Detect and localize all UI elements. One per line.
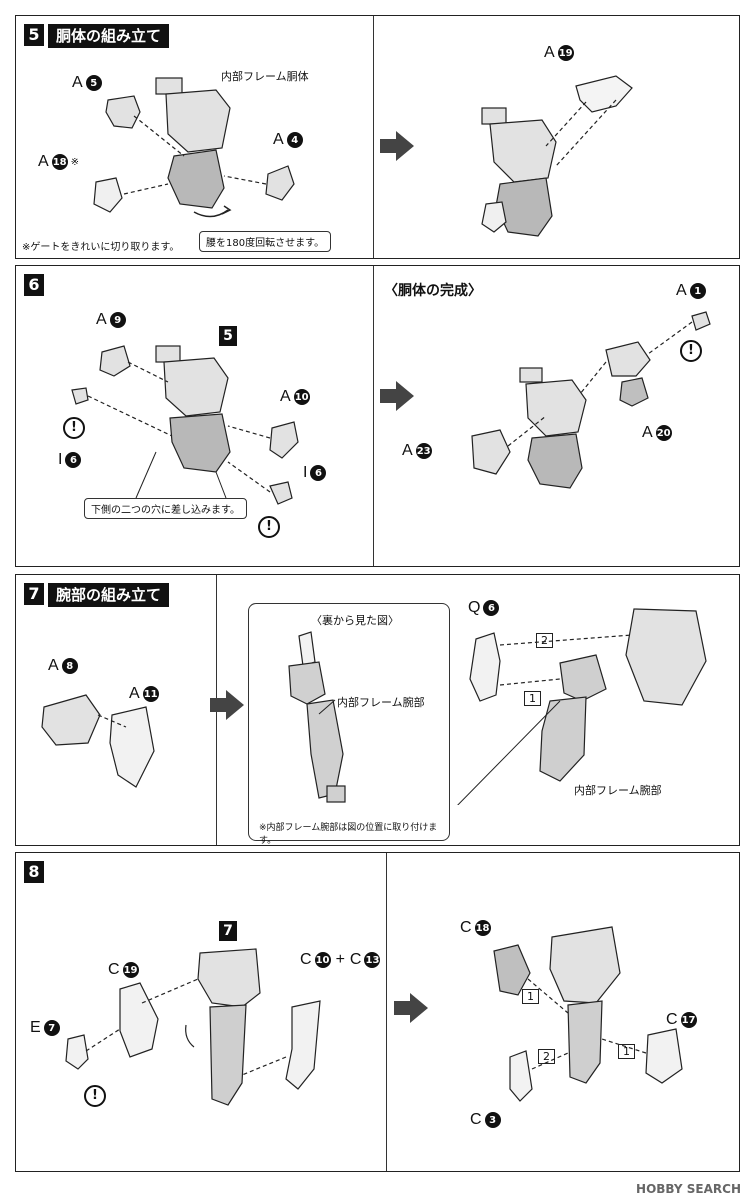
step8-result-drawing	[493, 926, 683, 1102]
back-view-inset: 〈裏から見た図〉 内部フレーム腕部 ※内部フレーム腕部は図の位置に取り付けます。	[248, 603, 450, 846]
box-2-label: 2	[536, 633, 553, 648]
step5-parts-drawing	[93, 77, 295, 218]
step6-parts-drawing	[71, 345, 299, 505]
step8-parts-drawing	[65, 948, 321, 1106]
frame-note: ※内部フレーム腕部は図の位置に取り付けます。	[259, 823, 438, 846]
step6-next-arrow	[380, 381, 414, 415]
step7-parts-drawing	[41, 694, 155, 788]
back-view-drawing	[288, 631, 346, 803]
rotate-note: 腰を180度回転させます。	[199, 231, 332, 252]
frame-arm-label-2: 内部フレーム腕部	[574, 784, 662, 797]
step7-number: 7	[24, 583, 44, 605]
box-2-label-8: 2	[538, 1049, 555, 1064]
hobby-search-watermark: HOBBY SEARCH	[636, 1182, 741, 1196]
step5-title: 胴体の組み立て	[48, 24, 170, 48]
gate-note: ※ゲートをきれいに切り取ります。	[22, 242, 180, 253]
box-1a-label: 1	[522, 989, 539, 1004]
step7-next-arrow	[210, 690, 244, 724]
warn-icon-e7: !	[84, 1085, 106, 1107]
step7-result-drawing	[457, 608, 707, 805]
step5-number: 5	[24, 24, 44, 46]
step8-next-arrow	[394, 993, 428, 1027]
torso-complete-title: 〈胴体の完成〉	[384, 283, 482, 299]
step7-title: 腕部の組み立て	[48, 583, 170, 607]
step8-number: 8	[24, 861, 44, 883]
step6-ref-5: 5	[219, 326, 237, 346]
warn-icon-right: !	[258, 516, 280, 538]
step6-number: 6	[24, 274, 44, 296]
step5-result-drawing	[481, 75, 633, 237]
step6-result-drawing	[471, 311, 711, 489]
step5-divider	[373, 16, 374, 258]
back-view-title: 〈裏から見た図〉	[311, 614, 399, 627]
frame-torso-label: 内部フレーム胴体	[221, 70, 309, 83]
step5-next-arrow	[380, 131, 414, 165]
step8-divider	[386, 853, 387, 1171]
frame-arm-label: 内部フレーム腕部	[337, 696, 425, 709]
step6-divider	[373, 266, 374, 566]
warn-icon-left: !	[63, 417, 85, 439]
box-1-label: 1	[524, 691, 541, 706]
warn-icon-a1: !	[680, 340, 702, 362]
holes-note: 下側の二つの穴に差し込みます。	[84, 498, 247, 519]
step8-ref-7: 7	[219, 921, 237, 941]
